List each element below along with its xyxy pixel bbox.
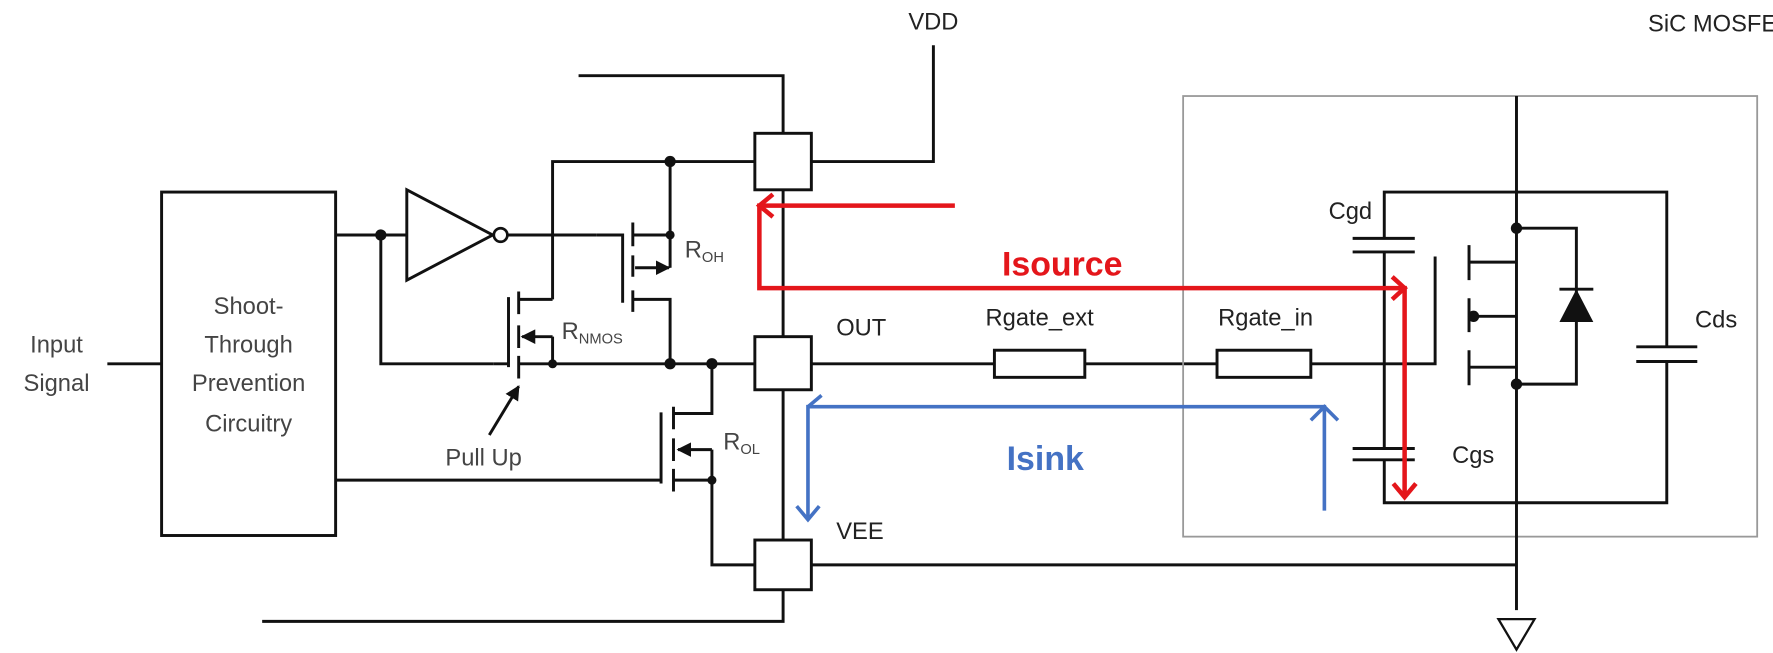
vee-label: VEE bbox=[836, 519, 883, 545]
ground-icon bbox=[1496, 617, 1537, 652]
sic-mosfet-label: SiC MOSFET bbox=[1648, 12, 1773, 38]
pull-up-arrow bbox=[488, 385, 520, 436]
rol-label: ROL bbox=[723, 430, 760, 459]
wire-top bbox=[551, 160, 755, 300]
gate-path: Rgate_ext Rgate_in bbox=[811, 256, 1437, 379]
rgate-ext-label: Rgate_ext bbox=[986, 305, 1095, 331]
block-label-4: Circuitry bbox=[205, 412, 292, 438]
isource-current-path: Isource bbox=[755, 192, 1418, 501]
block-label-2: Through bbox=[204, 332, 292, 358]
sic-mosfet: SiC MOSFET Cgd Cgs Cds bbox=[1182, 12, 1773, 652]
isource-label: Isource bbox=[1002, 246, 1123, 284]
vdd-pin bbox=[753, 131, 813, 192]
pull-up-nmos-transistor: RNMOS Pull Up bbox=[445, 291, 623, 471]
vdd-wire bbox=[811, 45, 935, 164]
vee-pin bbox=[753, 538, 813, 592]
rgate-in-label: Rgate_in bbox=[1218, 305, 1313, 331]
inverter bbox=[335, 187, 597, 366]
block-label-1: Shoot- bbox=[214, 294, 284, 320]
roh-pmos-transistor: ROH bbox=[596, 161, 724, 364]
cds-capacitor bbox=[1636, 345, 1698, 363]
input-signal: Input Signal bbox=[24, 332, 162, 397]
cgs-label: Cgs bbox=[1452, 443, 1494, 469]
sic-mosfet-box bbox=[1182, 95, 1759, 538]
input-signal-label-1: Input bbox=[30, 332, 83, 358]
block-label-3: Prevention bbox=[192, 371, 305, 397]
vdd-label: VDD bbox=[908, 9, 958, 35]
pull-up-label: Pull Up bbox=[445, 445, 521, 471]
rnmos-label: RNMOS bbox=[562, 319, 623, 348]
rol-nmos-transistor: ROL bbox=[335, 363, 760, 567]
isink-current-path: Isink bbox=[795, 394, 1340, 523]
shoot-through-prevention-block: Shoot- Through Prevention Circuitry bbox=[160, 190, 338, 537]
out-pin bbox=[753, 335, 813, 392]
input-signal-label-2: Signal bbox=[24, 371, 90, 397]
driver-rails bbox=[262, 74, 785, 623]
body-diode-icon bbox=[1559, 289, 1594, 322]
cgd-label: Cgd bbox=[1329, 199, 1373, 225]
cgd-capacitor bbox=[1352, 236, 1415, 254]
rgate-in-resistor bbox=[1215, 348, 1313, 379]
cds-label: Cds bbox=[1695, 308, 1737, 334]
out-label: OUT bbox=[836, 316, 886, 342]
isink-label: Isink bbox=[1007, 440, 1084, 478]
roh-label: ROH bbox=[685, 238, 724, 267]
rgate-ext-resistor bbox=[992, 348, 1087, 379]
